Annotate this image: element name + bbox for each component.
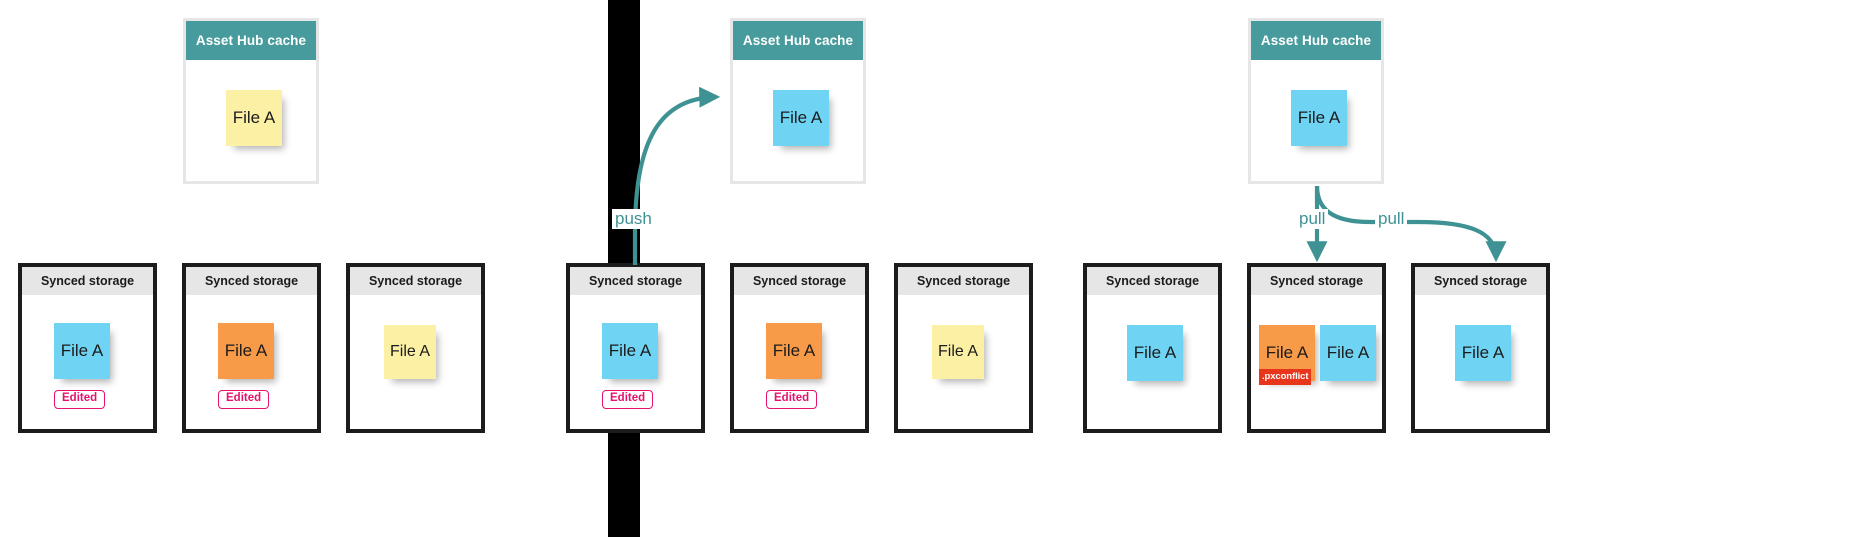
synced-storage-card-3-2[interactable]: Synced storage File A .pxconflict File A xyxy=(1247,263,1386,433)
synced-storage-body: File A xyxy=(350,295,481,429)
synced-storage-body: File A xyxy=(1087,295,1218,429)
note-label: File A xyxy=(608,341,652,360)
asset-hub-cache-body: File A xyxy=(733,60,863,181)
status-badge-edited: Edited xyxy=(766,390,818,409)
synced-storage-title: Synced storage xyxy=(186,267,317,295)
status-badge-edited: Edited xyxy=(602,390,654,409)
sticky-note-file-a[interactable]: File A xyxy=(602,323,658,379)
synced-storage-title: Synced storage xyxy=(1087,267,1218,295)
synced-storage-card-1-2[interactable]: Synced storage File A Edited xyxy=(182,263,321,433)
synced-storage-title: Synced storage xyxy=(898,267,1029,295)
sticky-note-file-a[interactable]: File A xyxy=(226,90,282,146)
asset-hub-cache-card-2[interactable]: Asset Hub cache File A xyxy=(730,18,866,184)
note-label: File A xyxy=(1326,343,1370,362)
sticky-note-file-a[interactable]: File A xyxy=(766,323,822,379)
synced-storage-title: Synced storage xyxy=(22,267,153,295)
note-label: File A xyxy=(60,341,104,360)
synced-storage-card-2-1[interactable]: Synced storage File A Edited xyxy=(566,263,705,433)
sticky-note-file-a[interactable]: File A xyxy=(1291,90,1347,146)
status-badge-edited: Edited xyxy=(218,390,270,409)
synced-storage-card-1-1[interactable]: Synced storage File A Edited xyxy=(18,263,157,433)
note-label: File A xyxy=(772,341,816,360)
note-label: File A xyxy=(1461,343,1505,362)
note-label: File A xyxy=(1297,108,1341,127)
synced-storage-card-3-3[interactable]: Synced storage File A xyxy=(1411,263,1550,433)
sticky-note-file-a[interactable]: File A xyxy=(54,323,110,379)
synced-storage-card-1-3[interactable]: Synced storage File A xyxy=(346,263,485,433)
status-badge-pxconflict: .pxconflict xyxy=(1259,369,1312,385)
synced-storage-card-2-2[interactable]: Synced storage File A Edited xyxy=(730,263,869,433)
panel-push-state: Asset Hub cache File A Synced storage Fi… xyxy=(566,0,1240,537)
synced-storage-body: File A .pxconflict File A xyxy=(1251,295,1382,429)
pull-arrow-label-center: pull xyxy=(1296,209,1329,229)
asset-hub-cache-card-1[interactable]: Asset Hub cache File A xyxy=(183,18,319,184)
status-badge-edited: Edited xyxy=(54,390,106,409)
synced-storage-body: File A Edited xyxy=(186,295,317,429)
synced-storage-body: File A xyxy=(898,295,1029,429)
note-label: File A xyxy=(224,341,268,360)
synced-storage-body: File A Edited xyxy=(22,295,153,429)
sticky-note-file-a[interactable]: File A xyxy=(218,323,274,379)
asset-hub-cache-card-3[interactable]: Asset Hub cache File A xyxy=(1248,18,1384,184)
sticky-note-file-a[interactable]: File A xyxy=(1455,325,1511,381)
asset-hub-cache-body: File A xyxy=(186,60,316,181)
pull-arrow-label-right: pull xyxy=(1375,209,1408,229)
note-label: File A xyxy=(389,343,430,360)
synced-storage-title: Synced storage xyxy=(734,267,865,295)
sticky-note-file-a[interactable]: File A xyxy=(773,90,829,146)
sticky-note-file-a[interactable]: File A xyxy=(932,325,984,379)
panel-pull-state: Asset Hub cache File A Synced storage Fi… xyxy=(1080,0,1859,537)
note-label: File A xyxy=(779,108,823,127)
note-label: File A xyxy=(937,343,978,360)
synced-storage-card-3-1[interactable]: Synced storage File A xyxy=(1083,263,1222,433)
sticky-note-file-a[interactable]: File A xyxy=(1127,325,1183,381)
synced-storage-title: Synced storage xyxy=(1415,267,1546,295)
synced-storage-title: Synced storage xyxy=(570,267,701,295)
asset-hub-cache-title: Asset Hub cache xyxy=(186,21,316,60)
sticky-note-file-a[interactable]: File A xyxy=(1320,325,1376,381)
panel-initial-state: Asset Hub cache File A Synced storage Fi… xyxy=(0,0,607,537)
push-arrow-label: push xyxy=(612,209,655,229)
synced-storage-card-2-3[interactable]: Synced storage File A xyxy=(894,263,1033,433)
sticky-note-file-a[interactable]: File A xyxy=(384,325,436,379)
asset-hub-cache-title: Asset Hub cache xyxy=(1251,21,1381,60)
note-label: File A xyxy=(232,108,276,127)
synced-storage-body: File A xyxy=(1415,295,1546,429)
synced-storage-body: File A Edited xyxy=(734,295,865,429)
synced-storage-title: Synced storage xyxy=(1251,267,1382,295)
note-label: File A xyxy=(1265,343,1309,362)
asset-hub-cache-body: File A xyxy=(1251,60,1381,181)
synced-storage-title: Synced storage xyxy=(350,267,481,295)
asset-hub-cache-title: Asset Hub cache xyxy=(733,21,863,60)
synced-storage-body: File A Edited xyxy=(570,295,701,429)
note-label: File A xyxy=(1133,343,1177,362)
